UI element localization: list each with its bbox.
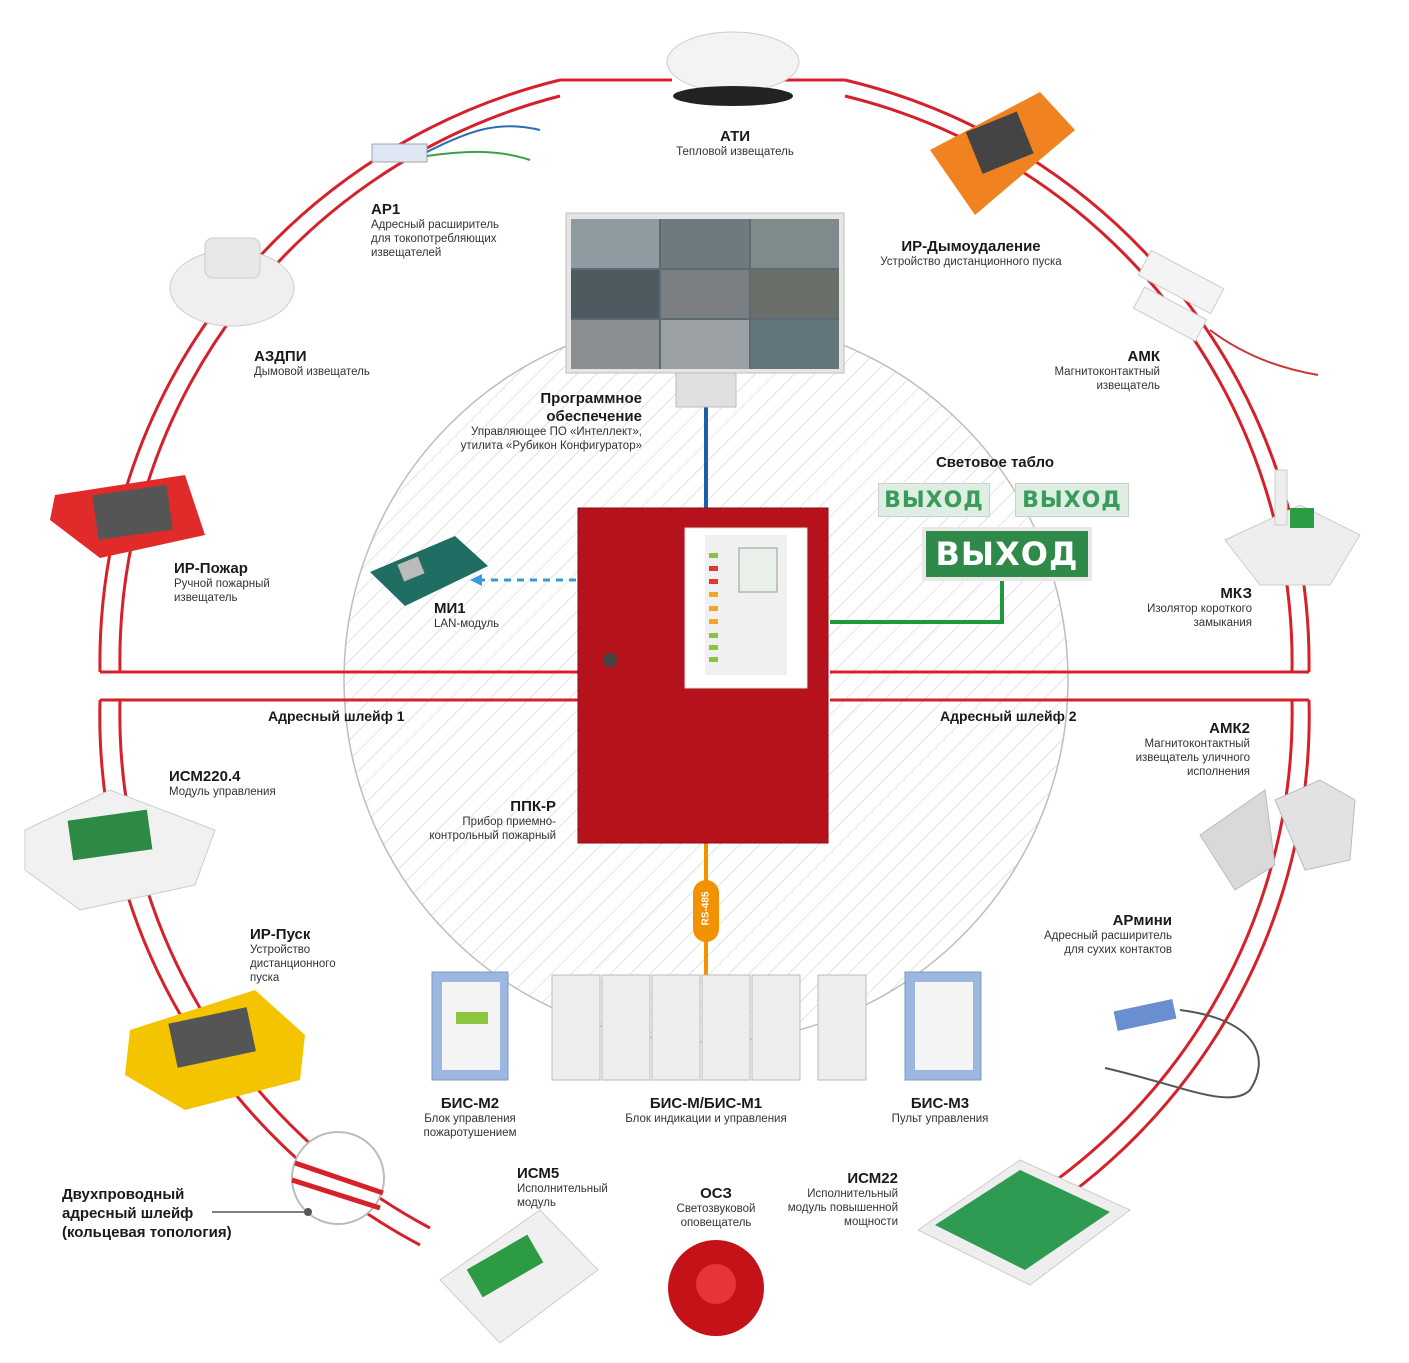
mkz-label: МКЗ Изолятор короткого замыкания xyxy=(1090,585,1252,631)
mi1-title: МИ1 xyxy=(434,600,466,617)
mi1-label: МИ1 LAN-модуль xyxy=(434,600,554,632)
amk-title: АМК xyxy=(1127,348,1160,365)
bis-m2-title: БИС-М2 xyxy=(440,1095,500,1112)
bis-m-label: БИС-М/БИС-М1 Блок индикации и управления xyxy=(596,1095,816,1127)
ir-dym-desc: Устройство дистанционного пуска xyxy=(880,256,1062,268)
ir-pozhar-title: ИР-Пожар xyxy=(174,560,248,577)
bis-m2-desc: Блок управления пожаротушением xyxy=(423,1113,517,1139)
exit-sign-small-left: ВЫХОД xyxy=(878,483,990,517)
ir-pusk-label: ИР-Пуск Устройство дистанционного пуска xyxy=(250,926,380,985)
ar1-label: АР1 Адресный расширитель для токопотребл… xyxy=(371,201,551,260)
light-board-title: Световое табло xyxy=(935,454,1055,471)
rs485-label: RS-485 xyxy=(700,891,712,926)
bis-m-modules xyxy=(551,974,867,1081)
mkz-title: МКЗ xyxy=(1220,585,1252,602)
two-wire-label: Двухпроводный адресный шлейф (кольцевая … xyxy=(62,1186,232,1241)
device-graphics xyxy=(24,31,1361,1344)
ppk-label: ППК-Р Прибор приемно- контрольный пожарн… xyxy=(420,798,556,844)
mkz-desc: Изолятор короткого замыкания xyxy=(1147,603,1252,629)
ism22-label: ИСМ22 Исполнительный модуль повышенной м… xyxy=(768,1170,898,1229)
bis-m3-label: БИС-М3 Пульт управления xyxy=(870,1095,1010,1127)
ppk-title: ППК-Р xyxy=(510,798,556,815)
ir-dym-label: ИР-Дымоудаление Устройство дистанционног… xyxy=(866,238,1076,270)
software-desc: Управляющее ПО «Интеллект», утилита «Руб… xyxy=(460,426,642,452)
ppk-panel xyxy=(577,507,829,844)
ism220-label: ИСМ220.4 Модуль управления xyxy=(169,768,319,800)
armini-title: АРмини xyxy=(1112,912,1172,929)
loop1-label: Адресный шлейф 1 xyxy=(268,708,405,724)
osz-title: ОСЗ xyxy=(700,1185,732,1202)
mi1-board xyxy=(370,536,488,606)
ism5-title: ИСМ5 xyxy=(517,1165,560,1182)
armini-label: АРмини Адресный расширитель для сухих ко… xyxy=(1012,912,1172,958)
ir-pozhar-label: ИР-Пожар Ручной пожарный извещатель xyxy=(174,560,324,606)
ati-desc: Тепловой извещатель xyxy=(676,146,794,158)
bis-m-desc: Блок индикации и управления xyxy=(625,1113,787,1125)
ar1-desc: Адресный расширитель для токопотребляющи… xyxy=(371,219,500,259)
bis-m2-label: БИС-М2 Блок управления пожаротушением xyxy=(400,1095,540,1141)
amk-desc: Магнитоконтактный извещатель xyxy=(1054,366,1160,392)
exit-sign-small-right: ВЫХОД xyxy=(1015,483,1129,517)
ir-dym-title: ИР-Дымоудаление xyxy=(901,238,1041,255)
ati-title: АТИ xyxy=(719,128,751,145)
azdpi-title: АЗДПИ xyxy=(254,348,307,365)
ir-pusk-desc: Устройство дистанционного пуска xyxy=(250,944,336,984)
ism22-desc: Исполнительный модуль повышенной мощност… xyxy=(787,1188,898,1228)
ism5-label: ИСМ5 Исполнительный модуль xyxy=(517,1165,647,1211)
ar1-title: АР1 xyxy=(371,201,401,218)
amk2-desc: Магнитоконтактный извещатель уличного ис… xyxy=(1135,738,1250,778)
ati-label: АТИ Тепловой извещатель xyxy=(640,128,830,160)
azdpi-label: АЗДПИ Дымовой извещатель xyxy=(254,348,424,380)
azdpi-desc: Дымовой извещатель xyxy=(254,366,370,378)
bis-m3-title: БИС-М3 xyxy=(910,1095,970,1112)
light-board-label: Световое табло xyxy=(915,454,1075,472)
amk-label: АМК Магнитоконтактный извещатель xyxy=(1000,348,1160,394)
ppk-desc: Прибор приемно- контрольный пожарный xyxy=(429,816,556,842)
ism220-desc: Модуль управления xyxy=(169,786,276,798)
mi1-desc: LAN-модуль xyxy=(434,618,500,630)
bis-m-title: БИС-М/БИС-М1 xyxy=(649,1095,763,1112)
ism5-desc: Исполнительный модуль xyxy=(517,1183,608,1209)
ism220-title: ИСМ220.4 xyxy=(169,768,241,785)
exit-sign-main: ВЫХОД xyxy=(922,527,1092,581)
bis-blocks xyxy=(431,971,982,1081)
software-label: Программное обеспечение Управляющее ПО «… xyxy=(442,390,642,454)
osz-label: ОСЗ Светозвуковой оповещатель xyxy=(648,1185,784,1231)
ir-pusk-title: ИР-Пуск xyxy=(250,926,311,943)
loop2-label: Адресный шлейф 2 xyxy=(940,708,1077,724)
amk2-label: АМК2 Магнитоконтактный извещатель улично… xyxy=(1090,720,1250,779)
ir-pozhar-desc: Ручной пожарный извещатель xyxy=(174,578,270,604)
osz-desc: Светозвуковой оповещатель xyxy=(676,1203,756,1229)
monitor xyxy=(565,212,845,408)
signal-line xyxy=(830,575,1004,624)
ism22-title: ИСМ22 xyxy=(847,1170,898,1187)
armini-desc: Адресный расширитель для сухих контактов xyxy=(1043,930,1172,956)
amk2-title: АМК2 xyxy=(1209,720,1250,737)
software-title: Программное обеспечение xyxy=(540,390,642,425)
bis-m3-desc: Пульт управления xyxy=(891,1113,989,1125)
